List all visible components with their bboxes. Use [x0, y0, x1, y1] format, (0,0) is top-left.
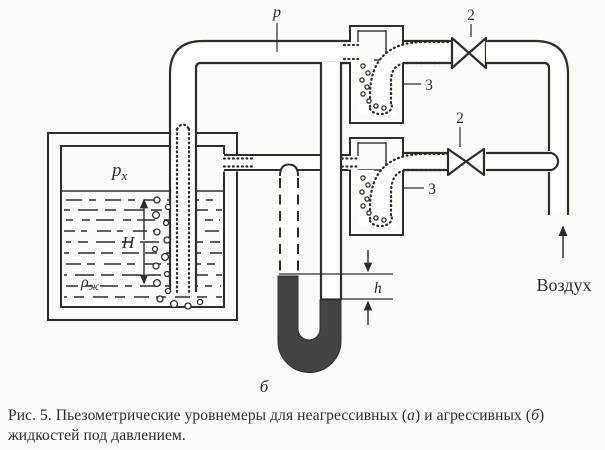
pressure-tank — [47, 132, 238, 321]
air-bubbles — [151, 196, 204, 310]
density-main: ρ — [80, 274, 89, 291]
manometer-head-dimension — [279, 250, 393, 325]
density-label: ρж — [80, 274, 100, 293]
seal-liquid-beads-bottom — [359, 175, 387, 223]
valve-top-icon — [450, 36, 488, 70]
valve-bottom-icon — [446, 147, 486, 177]
air-label: Воздух — [537, 275, 592, 295]
manometer-left-leg — [279, 163, 299, 276]
pressure-line-pipe — [168, 39, 350, 297]
caption-line-2: жидкостей под давлением. — [8, 426, 186, 444]
valve-top-label: 2 — [467, 7, 475, 24]
seal-pot-bottom-body — [349, 137, 404, 236]
seal-pot-top — [342, 25, 452, 124]
subfigure-label: б — [260, 377, 269, 396]
seal-pot-bottom — [340, 137, 450, 236]
density-sub: ж — [89, 281, 100, 293]
figure-caption: Рис. 5. Пьезометрические уровнемеры для … — [8, 406, 600, 445]
caption-body-2: ) и агрессивных ( — [415, 407, 532, 424]
piezometric-level-gauge-diagram: px H ρж h — [47, 4, 592, 396]
seal-liquid-beads-top — [359, 63, 387, 111]
tank-pressure-label: px — [110, 160, 128, 183]
seal-pot-top-body — [349, 25, 404, 124]
caption-body-1: Пьезометрические уровнемеры для неагресс… — [51, 407, 408, 424]
pressure-line-label: p — [272, 4, 281, 21]
caption-body-3: ) — [538, 407, 545, 424]
tank-wall-hatched — [47, 132, 238, 321]
seal-pot-top-label: 3 — [425, 77, 433, 94]
seal-pot-bottom-chamber — [357, 142, 387, 171]
u-tube-manometer-fluid — [277, 275, 342, 373]
seal-pot-bottom-label: 3 — [428, 181, 436, 198]
caption-fig-label: Рис. 5. — [8, 407, 52, 424]
tank-pressure-sub: x — [121, 168, 128, 183]
seal-pot-top-chamber — [357, 30, 387, 61]
air-supply-pipe — [486, 39, 570, 215]
valve-bottom-label: 2 — [456, 110, 464, 127]
dip-tube-dotted — [175, 123, 191, 297]
tank-interior — [60, 145, 225, 308]
manometer-head-label: h — [374, 280, 382, 297]
caption-italic-a: а — [407, 407, 416, 424]
level-height-label: H — [121, 233, 136, 252]
manometer-riser-pipe — [319, 62, 343, 301]
tank-pressure-main: p — [110, 160, 122, 181]
caption-line-1: Рис. 5. Пьезометрические уровнемеры для … — [8, 406, 600, 426]
caption-italic-b: б — [531, 407, 539, 424]
